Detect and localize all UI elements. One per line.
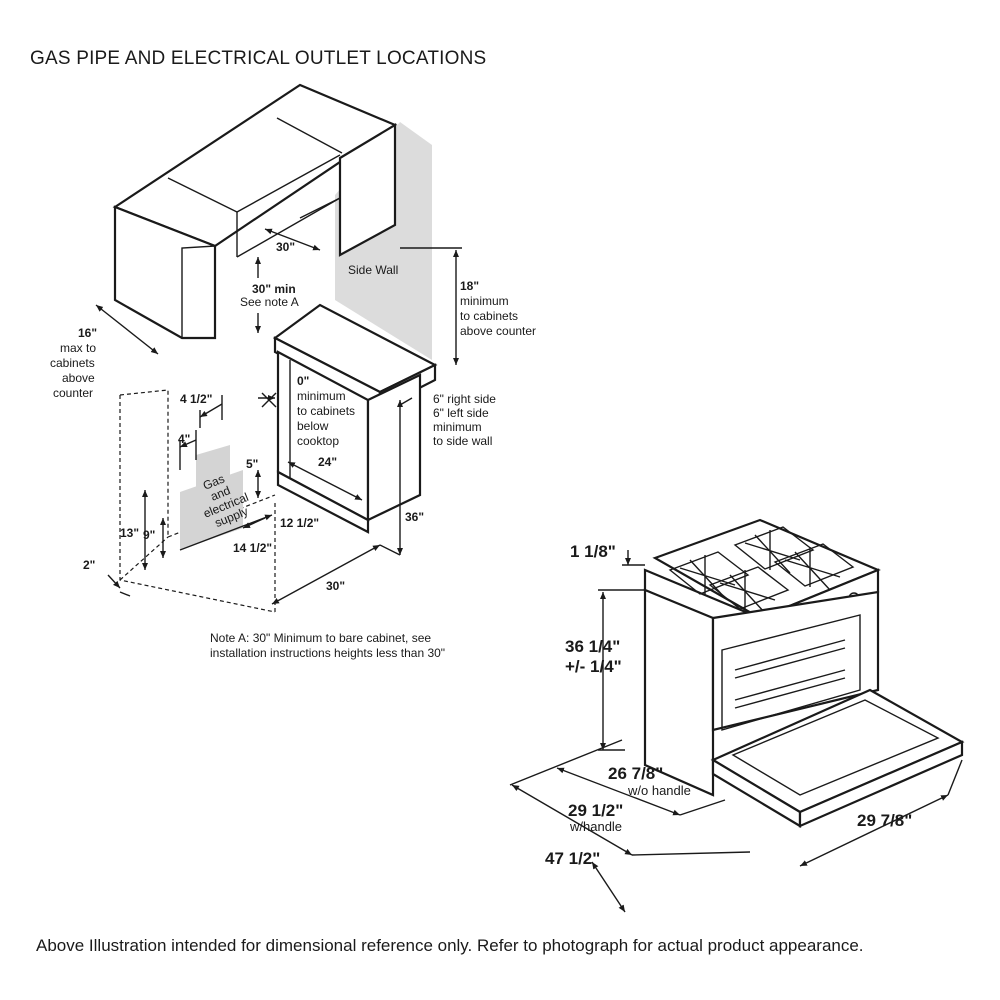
page-title: GAS PIPE AND ELECTRICAL OUTLET LOCATIONS [30, 48, 487, 69]
dim-12-half: 12 1/2" [280, 516, 319, 530]
zero-clearance-text-1: minimum [297, 389, 346, 403]
side-clearance-text-4: to side wall [433, 434, 492, 448]
dim-9: 9" [143, 528, 155, 542]
above-counter-text-3: above counter [460, 324, 536, 338]
oven-racks [734, 639, 846, 709]
above-counter-text-1: minimum [460, 294, 509, 308]
max-depth-text-3: above [62, 371, 95, 385]
supply-text-2: and [209, 483, 233, 503]
dim-4-half: 4 1/2" [180, 392, 212, 406]
note-a-line-1: Note A: 30" Minimum to bare cabinet, see [210, 631, 431, 645]
height-tolerance: +/- 1/4" [565, 657, 622, 676]
dim-4: 4" [178, 432, 190, 446]
hood-width-label: 30" [276, 240, 295, 254]
note-a-line-2: installation instructions heights less t… [210, 646, 445, 660]
height-dim: 36 1/4" [565, 637, 620, 656]
depth-without-handle-note: w/o handle [627, 783, 691, 798]
dim-24: 24" [318, 455, 337, 469]
supply-area [180, 470, 243, 550]
max-depth-text-1: max to [60, 341, 96, 355]
above-counter-text-2: to cabinets [460, 309, 518, 323]
zero-clearance-dim: 0" [297, 374, 309, 388]
dim-13: 13" [120, 526, 139, 540]
depth-without-handle-dim: 26 7/8" [608, 764, 663, 783]
side-clearance-text-2: 6" left side [433, 406, 489, 420]
depth-with-handle-note: w/handle [569, 819, 622, 834]
above-counter-dim: 18" [460, 279, 479, 293]
dim-5: 5" [246, 457, 258, 471]
zero-clearance-text-4: cooktop [297, 434, 339, 448]
zero-clearance-text-2: to cabinets [297, 404, 355, 418]
cabinet-illustration: 30" 30" min See note A Side Wall 18" min… [50, 83, 536, 660]
depth-with-handle-dim: 29 1/2" [568, 801, 623, 820]
max-depth-dim: 16" [78, 326, 97, 340]
burner-grates [668, 526, 855, 614]
max-depth-text-2: cabinets [50, 356, 95, 370]
top-gap-dim: 1 1/8" [570, 542, 616, 561]
supply-label: Gas and electrical supply [201, 472, 251, 531]
min-clearance-label: 30" min [252, 282, 296, 296]
zero-clearance-text-3: below [297, 419, 329, 433]
see-note-label: See note A [240, 295, 299, 309]
dim-2: 2" [83, 558, 95, 572]
footer-disclaimer: Above Illustration intended for dimensio… [36, 936, 864, 955]
dim-36: 36" [405, 510, 424, 524]
dim-14-half: 14 1/2" [233, 541, 272, 555]
side-wall-label: Side Wall [348, 263, 398, 277]
range-illustration: 1 1/8" 36 1/4" +/- 1/4" 26 7/8" w/o hand… [509, 518, 965, 913]
max-depth-text-4: counter [53, 386, 93, 400]
width-dim: 29 7/8" [857, 811, 912, 830]
range-side [643, 588, 715, 797]
side-clearance-text-1: 6" right side [433, 392, 496, 406]
side-clearance-text-3: minimum [433, 420, 482, 434]
dim-30: 30" [326, 579, 345, 593]
right-upper-cabinet [338, 123, 397, 257]
depth-door-open-dim: 47 1/2" [545, 849, 600, 868]
